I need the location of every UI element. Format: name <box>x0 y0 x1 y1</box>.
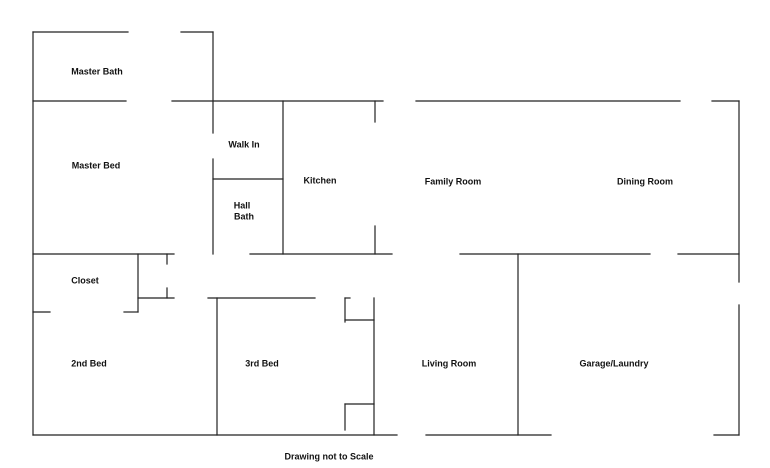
room-label-master-bed: Master Bed <box>72 160 121 170</box>
room-label-2nd-bed: 2nd Bed <box>71 358 107 368</box>
room-label-hall-bath-line1: Hall <box>234 200 251 210</box>
room-label-living-room: Living Room <box>422 358 477 368</box>
room-label-master-bath: Master Bath <box>71 66 123 76</box>
room-label-walk-in: Walk In <box>228 139 259 149</box>
room-label-garage-laundry: Garage/Laundry <box>579 358 648 368</box>
room-label-dining-room: Dining Room <box>617 176 673 186</box>
walls <box>32 31 740 436</box>
room-labels: Master Bath Master Bed Walk In Hall Bath… <box>71 66 673 461</box>
room-label-3rd-bed: 3rd Bed <box>245 358 279 368</box>
room-label-family-room: Family Room <box>425 176 482 186</box>
room-label-closet: Closet <box>71 275 99 285</box>
scale-note: Drawing not to Scale <box>284 451 373 461</box>
room-label-kitchen: Kitchen <box>303 175 336 185</box>
room-label-hall-bath-line2: Bath <box>234 211 254 221</box>
